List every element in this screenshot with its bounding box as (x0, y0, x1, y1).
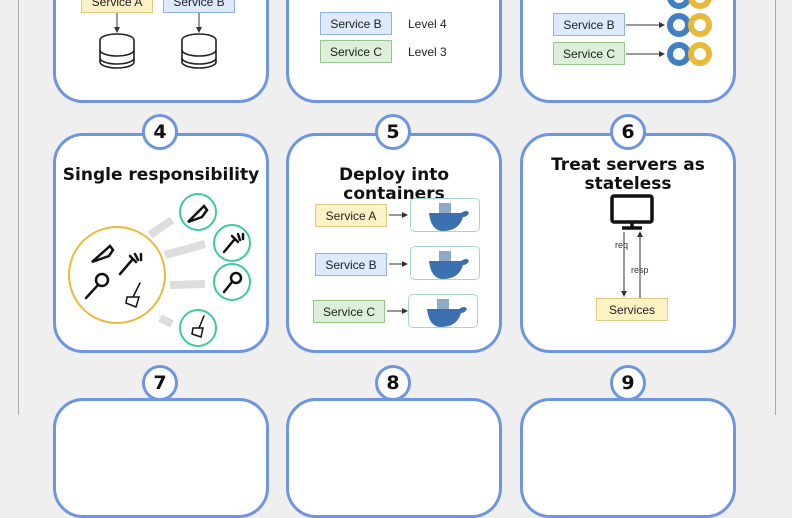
knife-icon (91, 244, 115, 264)
resp-label: resp (631, 265, 649, 275)
fork-icon (222, 232, 245, 254)
broom-icon (191, 315, 205, 338)
title-line: Treat servers as (551, 155, 705, 175)
gray-arrows (147, 216, 207, 328)
card-7 (53, 398, 269, 518)
devops-infinity-icon (626, 0, 712, 37)
card-9 (520, 398, 736, 518)
step-number: 7 (142, 365, 178, 401)
service-a-box: Service A (315, 204, 387, 227)
step-number: 8 (375, 365, 411, 401)
knife-icon (187, 204, 209, 224)
page-frame (18, 0, 776, 415)
row1-graphics (99, 0, 712, 69)
kitchen-tool-icons (84, 244, 143, 309)
service-a-box: Service A (81, 0, 153, 13)
service-b-box: Service B (553, 13, 625, 36)
service-c-box: Service C (313, 300, 385, 323)
req-resp-arrows (621, 231, 643, 298)
docker-whale-icon (429, 203, 469, 231)
step-number: 6 (610, 114, 646, 150)
spoon-icon (94, 272, 110, 288)
card-title: Single responsibility (62, 165, 260, 185)
step-number: 5 (375, 114, 411, 150)
card-8 (286, 398, 502, 518)
docker-container (410, 246, 480, 280)
card-1 (53, 0, 269, 103)
step-number: 4 (142, 114, 178, 150)
title-line: stateless (584, 174, 672, 194)
step-number: 9 (610, 365, 646, 401)
services-box: Services (596, 298, 668, 321)
monitor-icon (610, 194, 654, 230)
service-c-box: Service C (320, 40, 392, 63)
fork-icon (118, 252, 143, 276)
row2-graphics (68, 193, 654, 347)
level-label: Level 3 (408, 45, 447, 59)
docker-container (410, 198, 480, 232)
combined-tools-circle (68, 226, 166, 324)
service-c-box: Service C (553, 42, 625, 65)
docker-whale-icon (427, 299, 467, 327)
docker-container (408, 294, 478, 328)
level-label: Level 4 (408, 17, 447, 31)
spoon-icon (229, 271, 243, 285)
broom-icon (125, 282, 141, 309)
service-b-box: Service B (163, 0, 235, 13)
service-b-box: Service B (320, 12, 392, 35)
database-icon (181, 13, 217, 69)
database-icon (99, 13, 135, 69)
req-label: req (615, 240, 629, 250)
devops-infinity-icon (626, 42, 712, 66)
service-b-box: Service B (315, 253, 387, 276)
docker-whale-icon (429, 251, 469, 279)
